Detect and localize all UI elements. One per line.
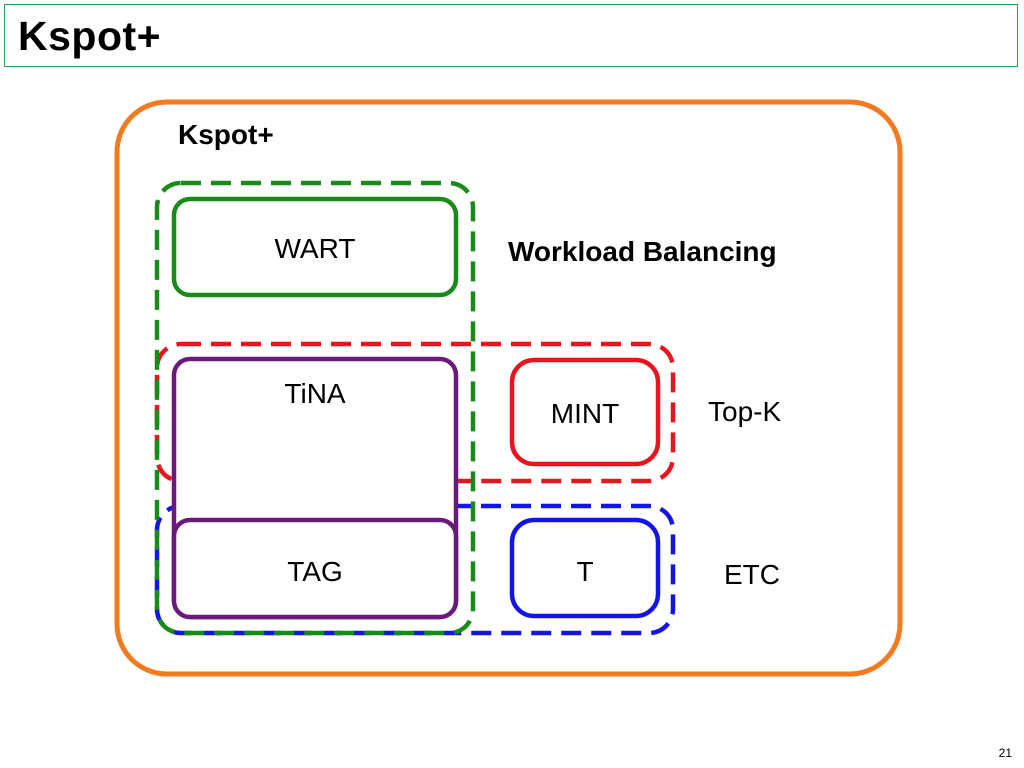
t-box — [509, 517, 661, 619]
slide-title: Kspot+ — [18, 13, 162, 59]
etc-label: ETC — [724, 559, 780, 590]
mint-label: MINT — [551, 398, 619, 429]
kspot-container-label: Kspot+ — [178, 119, 274, 150]
slide-title-bar: Kspot+ — [4, 4, 1018, 67]
t-label: T — [576, 556, 593, 587]
workload-balancing-group-outline — [154, 180, 476, 636]
workload-balancing-label: Workload Balancing — [508, 236, 777, 267]
etc-group-outline — [154, 503, 676, 636]
tag-box — [171, 517, 459, 620]
mint-box — [509, 357, 661, 467]
wart-box — [171, 196, 459, 298]
tina-label: TiNA — [284, 378, 346, 409]
kspot-container — [114, 99, 903, 677]
page-number: 21 — [998, 746, 1012, 760]
wart-label: WART — [275, 233, 356, 264]
tag-label: TAG — [287, 556, 342, 587]
top-k-label: Top-K — [708, 396, 781, 427]
